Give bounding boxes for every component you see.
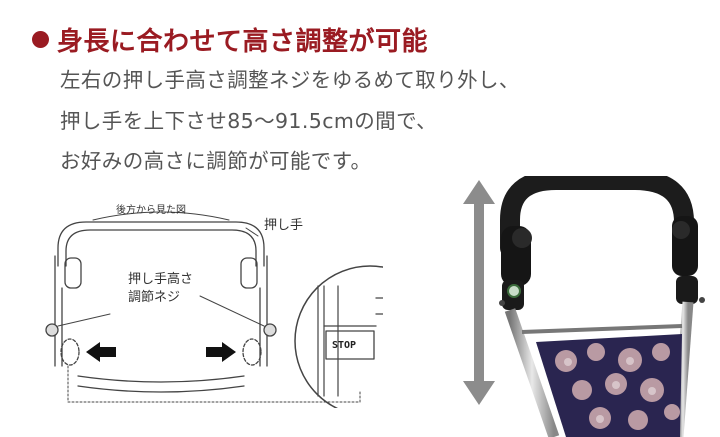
rear-view-drawing <box>45 211 446 417</box>
description-line-3: お好みの高さに調節が可能です。 <box>60 149 372 173</box>
heading-title: 身長に合わせて高さ調整が可能 <box>57 26 429 57</box>
screw-label-line1: 押し手高さ <box>128 272 194 287</box>
description-line-1: 左右の押し手高さ調整ネジをゆるめて取り外し、 <box>60 68 520 92</box>
stroller-handle-illustration <box>499 176 705 437</box>
handle-adjust-diagram: 後方から見た図 押し手 押し手高さ 調節ネジ STOP <box>38 196 446 417</box>
bullet-icon <box>32 30 49 48</box>
adjust-range-arrow-icon <box>463 180 495 405</box>
screw-label-line2: 調節ネジ <box>128 290 181 305</box>
stroller-handle-photo <box>496 176 720 437</box>
diagram-caption: 後方から見た図 <box>116 205 186 216</box>
handle-label: 押し手 <box>264 218 304 233</box>
stop-label: STOP <box>332 340 357 351</box>
description-line-2: 押し手を上下させ85～91.5cmの間で、 <box>60 109 438 133</box>
section-heading: 身長に合わせて高さ調整が可能 <box>32 22 429 57</box>
